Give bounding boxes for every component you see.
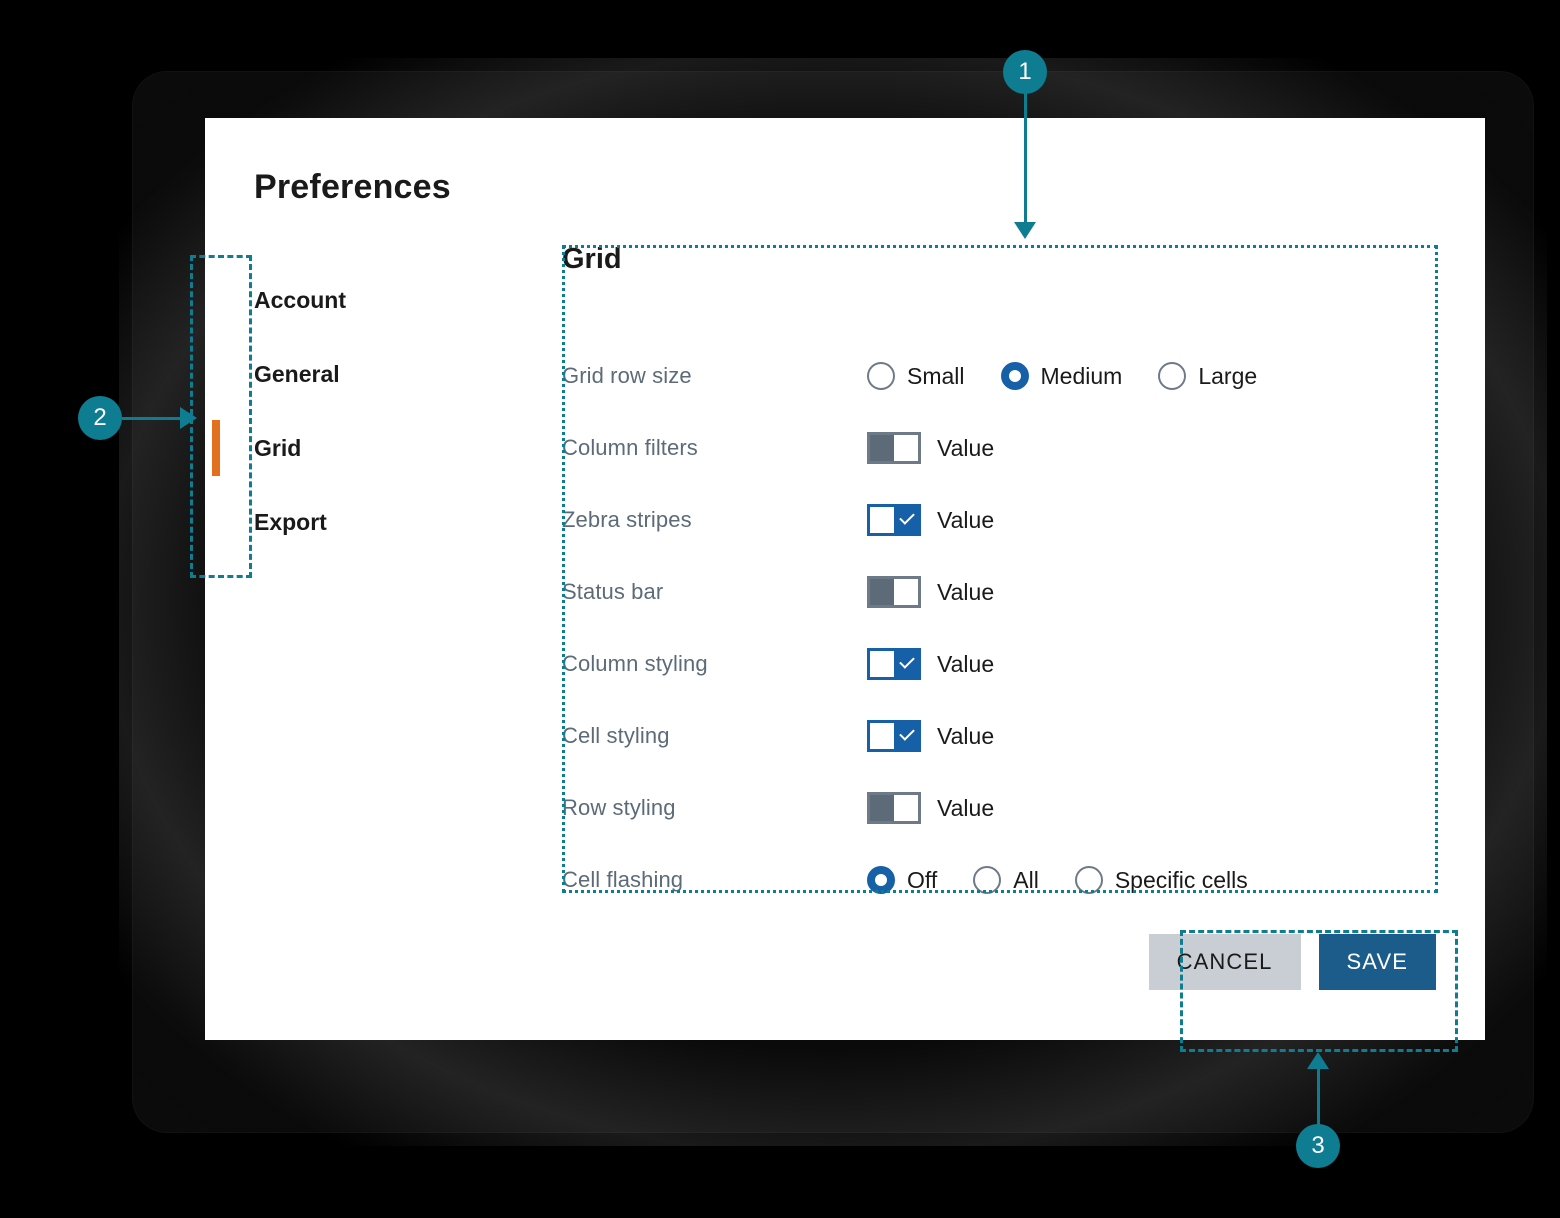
radio-option-label: All	[1013, 866, 1039, 893]
radio-unselected-icon[interactable]	[973, 866, 1002, 894]
toggle-value-label: Value	[937, 506, 995, 533]
setting-row: Column filters Value	[562, 412, 1438, 484]
radio-selected-icon[interactable]	[867, 866, 895, 894]
save-button[interactable]: SAVE	[1318, 934, 1436, 990]
setting-row: Row styling Value	[562, 772, 1438, 844]
setting-row-label: Column filters	[562, 435, 698, 460]
sidebar-item-export[interactable]: Export	[254, 485, 504, 559]
toggle-value-label: Value	[937, 794, 995, 821]
radio-option[interactable]: Specific cells	[1074, 866, 1248, 894]
sidebar-item-label: Export	[254, 508, 327, 535]
radio-option[interactable]: Large	[1158, 362, 1257, 390]
setting-row: Zebra stripes Value	[562, 484, 1438, 556]
setting-row-label: Row styling	[562, 795, 676, 820]
setting-row: Column styling Value	[562, 628, 1438, 700]
cancel-button[interactable]: CANCEL	[1148, 934, 1301, 990]
page-title: Preferences	[254, 168, 451, 206]
radio-option-label: Off	[907, 866, 938, 893]
dialog-action-bar: CANCEL SAVE	[1148, 934, 1436, 990]
radio-unselected-icon[interactable]	[867, 362, 895, 390]
sidebar-item-grid[interactable]: Grid	[212, 411, 504, 485]
toggle-switch-off[interactable]	[867, 432, 921, 464]
setting-row-control: Small Medium Large	[867, 362, 1257, 390]
sidebar-item-label: Grid	[254, 434, 302, 461]
radio-option[interactable]: All	[973, 866, 1039, 894]
setting-row: Cell styling Value	[562, 700, 1438, 772]
toggle-switch-on[interactable]	[867, 720, 921, 752]
sidebar-item-account[interactable]: Account	[254, 263, 504, 337]
setting-row-control: Value	[867, 792, 994, 824]
setting-row: Grid row size Small Medium Large	[562, 340, 1438, 412]
radio-group: Off All Specific cells	[867, 866, 1248, 894]
setting-row-control: Value	[867, 720, 994, 752]
setting-row-control: Off All Specific cells	[867, 866, 1248, 894]
radio-unselected-icon[interactable]	[1158, 362, 1187, 390]
setting-row-control: Value	[867, 576, 994, 608]
setting-row-label: Zebra stripes	[562, 507, 692, 532]
radio-unselected-icon[interactable]	[1074, 866, 1103, 894]
panel-title: Grid	[562, 243, 622, 275]
sidebar-item-label: Account	[254, 286, 346, 313]
toggle-value-label: Value	[937, 434, 995, 461]
setting-row-label: Cell styling	[562, 723, 670, 748]
toggle-knob	[870, 435, 894, 461]
setting-row-label: Column styling	[562, 651, 708, 676]
setting-row-control: Value	[867, 432, 994, 464]
toggle-knob	[894, 507, 918, 533]
toggle-knob	[894, 723, 918, 749]
setting-row: Cell flashing Off All Specific cells	[562, 844, 1438, 916]
radio-option-label: Large	[1198, 362, 1258, 389]
radio-option-label: Medium	[1040, 362, 1123, 389]
toggle-knob	[870, 579, 894, 605]
radio-option[interactable]: Small	[867, 362, 965, 390]
setting-row-label: Status bar	[562, 579, 664, 604]
annotation-marker-2: 2	[78, 396, 122, 440]
toggle-knob	[894, 651, 918, 677]
toggle-knob	[870, 795, 894, 821]
sidebar-item-general[interactable]: General	[254, 337, 504, 411]
radio-option-label: Small	[907, 362, 965, 389]
toggle-value-label: Value	[937, 578, 995, 605]
toggle-switch-off[interactable]	[867, 576, 921, 608]
setting-row: Status bar Value	[562, 556, 1438, 628]
radio-selected-icon[interactable]	[1000, 362, 1029, 390]
setting-row-control: Value	[867, 504, 994, 536]
radio-group: Small Medium Large	[867, 362, 1257, 390]
sidebar-item-label: General	[254, 360, 340, 387]
toggle-switch-on[interactable]	[867, 504, 921, 536]
setting-row-control: Value	[867, 648, 994, 680]
radio-option-label: Specific cells	[1114, 866, 1248, 893]
toggle-switch-on[interactable]	[867, 648, 921, 680]
toggle-switch-off[interactable]	[867, 792, 921, 824]
toggle-value-label: Value	[937, 650, 995, 677]
setting-row-label: Cell flashing	[562, 867, 684, 892]
radio-option[interactable]: Medium	[1000, 362, 1123, 390]
toggle-value-label: Value	[937, 722, 995, 749]
setting-row-label: Grid row size	[562, 363, 692, 388]
radio-option[interactable]: Off	[867, 866, 937, 894]
